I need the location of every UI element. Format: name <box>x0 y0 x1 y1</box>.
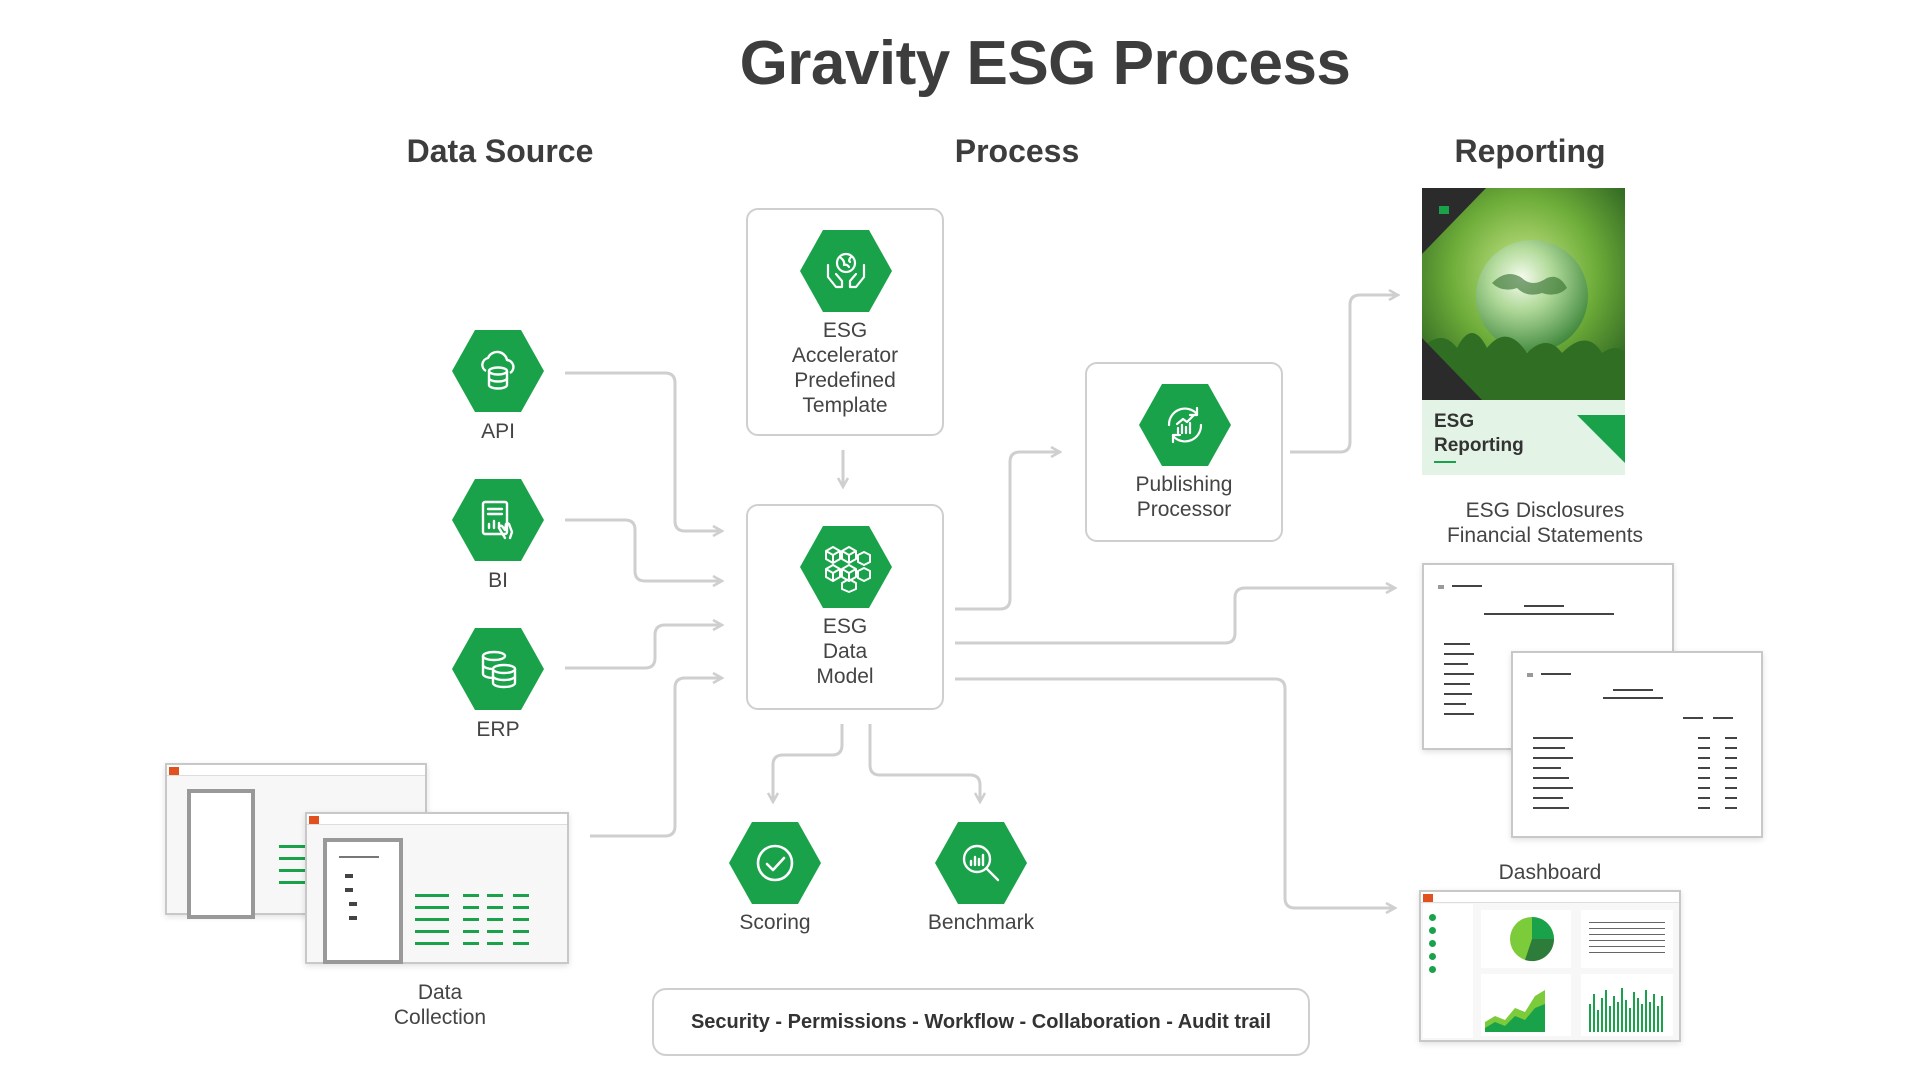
bi-label: BI <box>488 569 508 592</box>
publishing-label-line1: Publishing <box>1135 473 1233 496</box>
esg-reporting-cover: ESG Reporting <box>1422 188 1625 475</box>
page-title: Gravity ESG Process <box>739 29 1351 98</box>
cover-title: ESG Reporting <box>1434 410 1524 458</box>
financial-statement-doc-front <box>1511 651 1763 838</box>
esg-template-box: ESG Accelerator Predefined Template <box>746 208 944 436</box>
data-model-hex-icon <box>800 526 892 608</box>
connector-bi-to-model <box>565 518 722 581</box>
publishing-label: Publishing Processor <box>1087 472 1281 522</box>
dashboard-label: Dashboard <box>1498 861 1602 884</box>
dashboard-screenshot <box>1419 890 1681 1042</box>
connector-publishing-to-cover <box>1290 295 1398 454</box>
cover-corner-triangle <box>1577 415 1625 463</box>
cover-underline <box>1434 461 1456 463</box>
globe-in-forest-image <box>1422 188 1625 400</box>
esg-data-model-box: ESG Data Model <box>746 504 944 710</box>
column-header-process: Process <box>954 133 1080 169</box>
report-analytics-icon <box>481 500 514 540</box>
template-label-line4: Template <box>802 394 888 417</box>
connector-model-to-publishing <box>955 452 1060 611</box>
check-circle-icon <box>756 844 794 882</box>
connector-collection-to-model <box>590 678 722 838</box>
connector-api-to-model <box>565 371 722 531</box>
data-model-label-line3: Model <box>816 665 874 688</box>
template-label-line1: ESG <box>822 319 868 342</box>
dashboard-bar-chart <box>1589 988 1663 1032</box>
disclosures-label-line1: ESG Disclosures <box>1465 499 1625 522</box>
cover-logo-icon <box>1439 206 1449 214</box>
template-hex-icon <box>800 230 892 312</box>
publishing-processor-box: Publishing Processor <box>1085 362 1283 542</box>
template-label-line2: Accelerator <box>791 344 899 367</box>
cloud-database-icon <box>481 350 515 390</box>
cubes-icon <box>825 546 871 593</box>
capabilities-footer: Security - Permissions - Workflow - Coll… <box>652 988 1310 1056</box>
disclosures-label: ESG Disclosures Financial Statements <box>1405 498 1685 548</box>
database-icon <box>481 650 517 689</box>
connector-model-to-disclosures <box>955 588 1395 645</box>
data-model-label-line2: Data <box>822 640 868 663</box>
benchmark-label: Benchmark <box>927 911 1035 934</box>
disclosures-label-line2: Financial Statements <box>1446 524 1644 547</box>
data-collection-screenshot-front <box>305 812 569 964</box>
data-model-label-line1: ESG <box>822 615 868 638</box>
publishing-hex-icon <box>1139 384 1231 466</box>
template-label-line3: Predefined <box>794 369 896 392</box>
cover-title-line2: Reporting <box>1434 435 1524 456</box>
dashboard-area-chart <box>1485 990 1545 1032</box>
api-label: API <box>481 420 515 443</box>
publishing-label-line2: Processor <box>1136 498 1232 521</box>
column-header-data-source: Data Source <box>406 133 594 169</box>
data-collection-label-line2: Collection <box>393 1006 487 1029</box>
scoring-label: Scoring <box>739 911 811 934</box>
erp-label: ERP <box>476 718 520 741</box>
hands-globe-icon <box>826 252 866 289</box>
connector-model-to-scoring <box>773 724 844 802</box>
column-header-reporting: Reporting <box>1454 133 1606 169</box>
data-collection-label-line1: Data <box>417 981 463 1004</box>
connector-model-to-benchmark <box>868 724 980 802</box>
cover-title-line1: ESG <box>1434 411 1475 432</box>
dashboard-pie-chart <box>1510 917 1555 962</box>
connector-model-to-dashboard <box>955 677 1395 908</box>
data-collection-label: Data Collection <box>360 980 520 1030</box>
data-model-label: ESG Data Model <box>748 614 942 689</box>
refresh-chart-icon <box>1167 406 1203 444</box>
connector-erp-to-model <box>565 625 722 670</box>
template-label: ESG Accelerator Predefined Template <box>748 318 942 418</box>
magnifier-chart-icon <box>962 844 1000 882</box>
